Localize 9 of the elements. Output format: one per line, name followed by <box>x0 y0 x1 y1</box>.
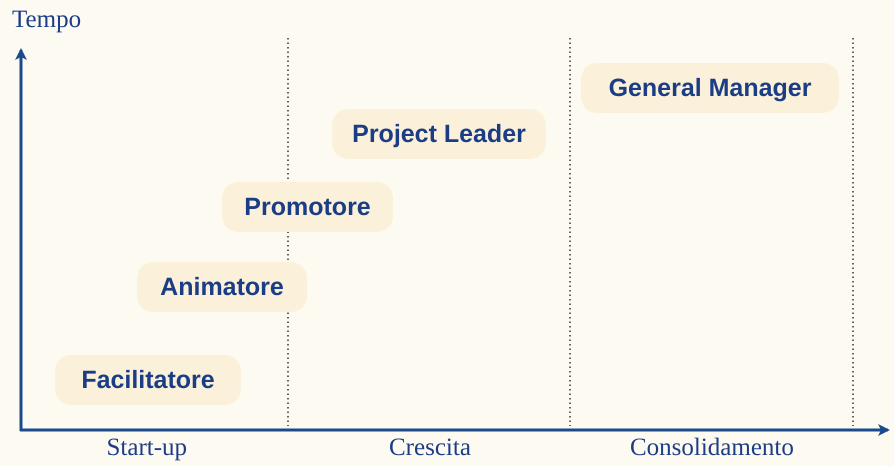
phase-label: Crescita <box>389 434 471 462</box>
role-box: Animatore <box>137 262 307 312</box>
role-box: General Manager <box>581 63 839 113</box>
role-box: Promotore <box>222 182 393 232</box>
axis-title: Tempo <box>12 6 82 34</box>
phase-label: Consolidamento <box>630 434 794 462</box>
role-box: Facilitatore <box>55 355 241 405</box>
phase-label: Start-up <box>106 434 188 462</box>
role-box: Project Leader <box>332 109 546 159</box>
